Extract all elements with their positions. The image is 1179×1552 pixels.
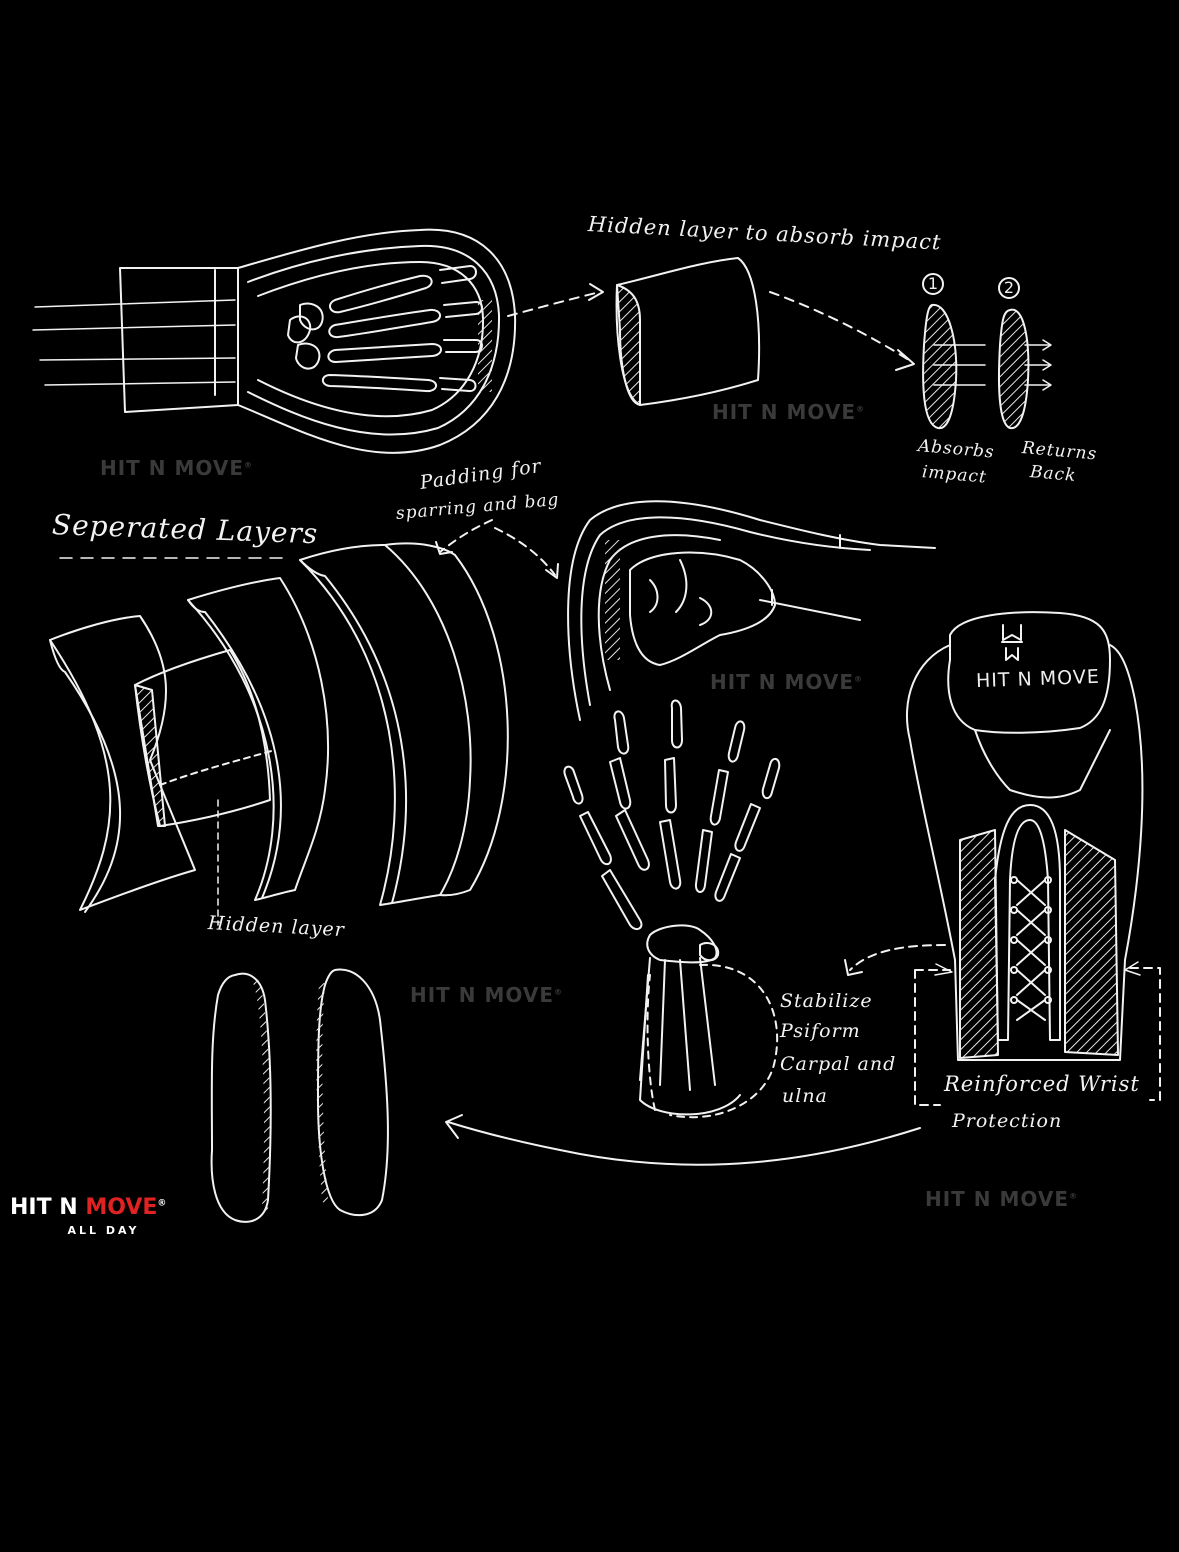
watermark: HIT N MOVE®	[710, 670, 863, 694]
stabilize-label-line4: ulna	[782, 1085, 828, 1107]
hidden-layer-piece	[615, 257, 915, 406]
hand-bones-sketch	[563, 699, 781, 1119]
watermark: HIT N MOVE®	[410, 983, 563, 1007]
reinforced-label-line1: Reinforced Wrist	[944, 1072, 1140, 1096]
padding-arrows	[435, 519, 559, 579]
watermark: HIT N MOVE®	[100, 456, 253, 480]
brand-logo: HIT N MOVE® ALL DAY	[0, 1090, 207, 1247]
step-two-label: 2	[1003, 278, 1015, 297]
separated-layers-sketch	[49, 542, 509, 926]
watermark: HIT N MOVE®	[925, 1187, 1078, 1211]
bottom-pads-sketch	[210, 968, 389, 1223]
glove-xray-sketch	[32, 228, 604, 454]
stabilize-label-line2: Psiform	[780, 1020, 861, 1042]
stabilize-label-line1: Stabilize	[780, 990, 873, 1012]
impact-diagrams	[922, 273, 1052, 430]
fist-padding-sketch	[567, 500, 936, 721]
boxing-glove-sketch	[844, 611, 1161, 1106]
logo-tagline: ALL DAY	[67, 1224, 140, 1237]
stabilize-label-line3: Carpal and	[780, 1053, 897, 1075]
step-one-label: 1	[927, 274, 939, 293]
watermark: HIT N MOVE®	[712, 400, 865, 424]
reinforced-label-line2: Protection	[952, 1110, 1063, 1132]
returns-label-line2: Back	[1029, 462, 1078, 487]
logo-wordmark: HIT N MOVE®	[10, 1195, 167, 1220]
glove-brand-text: HIT N MOVE	[975, 665, 1101, 693]
return-arrow	[447, 1121, 921, 1166]
